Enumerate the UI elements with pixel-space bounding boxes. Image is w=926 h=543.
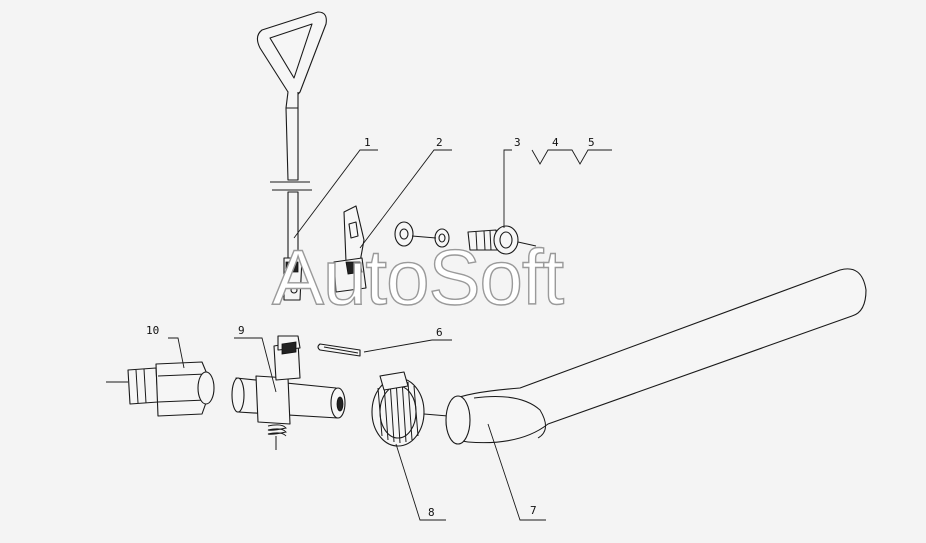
- drain-valve: [231, 335, 346, 450]
- callout-9: 9: [238, 324, 245, 337]
- hose: [445, 268, 867, 445]
- leader-lines: [168, 149, 612, 521]
- bolt: [467, 225, 537, 255]
- callout-1: 1: [364, 136, 371, 149]
- callout-7: 7: [530, 504, 537, 517]
- callout-5: 5: [588, 136, 595, 149]
- callout-8: 8: [428, 506, 435, 519]
- callout-2: 2: [436, 136, 443, 149]
- callout-10: 10: [146, 324, 159, 337]
- callout-4: 4: [552, 136, 559, 149]
- hose-fitting: [106, 361, 215, 417]
- hose-clamp: [371, 371, 449, 447]
- washer-large: [394, 221, 414, 247]
- cotter-pin: [317, 343, 361, 357]
- callout-3: 3: [514, 136, 521, 149]
- callout-labels: 1 2 3 4 5 6 7 8 9 10: [146, 136, 595, 519]
- callout-6: 6: [436, 326, 443, 339]
- valve-handle-rod: [256, 11, 327, 301]
- bracket: [333, 205, 367, 293]
- watermark-text: AutoSoft: [272, 233, 565, 321]
